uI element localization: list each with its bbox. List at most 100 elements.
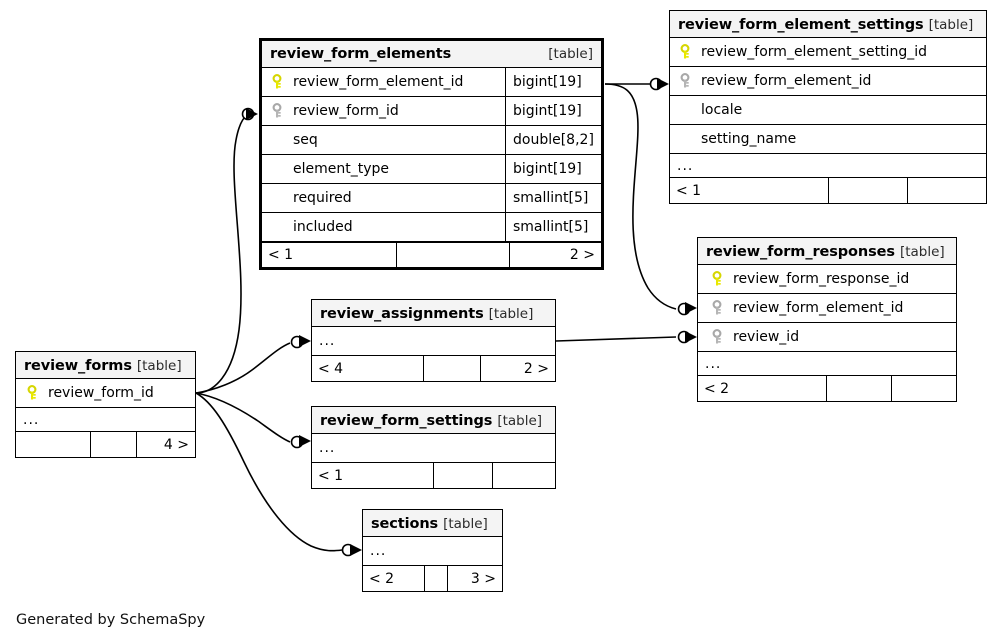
primary-key-icon	[27, 385, 44, 401]
foreign-key-icon	[712, 300, 729, 316]
table-row[interactable]: setting_name	[670, 125, 986, 154]
more-columns-ellipsis: ...	[312, 327, 555, 356]
table-row[interactable]: review_form_element_id	[698, 294, 956, 323]
table-header-sections: sections[table]	[363, 510, 502, 537]
footer-child-count	[907, 178, 986, 203]
table-tag: [table]	[899, 244, 945, 260]
table-footer-review_form_elements: < 1 2 >	[262, 242, 601, 267]
edge-review_form_elements-to-review_form_responses	[604, 83, 677, 310]
table-row[interactable]: review_form_element_id	[670, 67, 986, 96]
footer-parent-count: < 1	[318, 467, 344, 484]
column-name-cell: review_form_response_id	[698, 271, 956, 287]
table-header-review_forms: review_forms[table]	[16, 352, 195, 379]
column-label: review_id	[733, 329, 800, 345]
table-row[interactable]: element_type bigint[19]	[262, 155, 601, 184]
column-label: review_form_response_id	[733, 271, 910, 287]
schemaspy-credit: Generated by SchemaSpy	[16, 612, 206, 628]
footer-middle	[826, 376, 891, 401]
table-tag: [table]	[497, 413, 543, 429]
table-tag: [table]	[928, 17, 974, 33]
table-title: review_form_responses	[706, 244, 895, 260]
footer-parent-count: < 2	[704, 380, 730, 397]
edge-review_forms-to-review_form_settings	[195, 392, 291, 443]
primary-key-icon	[272, 74, 289, 90]
column-name-cell: element_type	[262, 161, 505, 177]
table-node-review_form_responses[interactable]: review_form_responses[table] review_form…	[697, 237, 957, 402]
table-node-sections[interactable]: sections[table] ... < 2 3 >	[362, 509, 503, 592]
more-columns-ellipsis: ...	[670, 154, 986, 178]
primary-key-icon	[712, 271, 729, 287]
column-type: smallint[5]	[505, 213, 601, 241]
table-header-review_assignments: review_assignments[table]	[312, 300, 555, 327]
table-title: review_forms	[24, 358, 132, 374]
table-row[interactable]: review_form_id	[16, 379, 195, 408]
table-tag: [table]	[443, 516, 488, 532]
more-columns-ellipsis: ...	[312, 434, 555, 463]
column-name-cell: included	[262, 219, 505, 235]
footer-middle	[424, 566, 447, 591]
more-columns-ellipsis: ...	[363, 537, 502, 566]
table-footer-review_form_responses: < 2	[698, 376, 956, 401]
edge-review_forms-to-review_form_elements	[195, 114, 248, 394]
column-name-cell: review_form_id	[262, 103, 505, 119]
table-row[interactable]: required smallint[5]	[262, 184, 601, 213]
footer-child-count: 3 >	[447, 566, 502, 591]
column-name-cell: review_form_id	[16, 385, 195, 401]
table-row[interactable]: review_form_id bigint[19]	[262, 97, 601, 126]
edge-review_forms-to-review_assignments	[195, 342, 291, 394]
more-columns-ellipsis: ...	[16, 408, 195, 432]
table-row[interactable]: review_form_element_setting_id	[670, 38, 986, 67]
table-header-review_form_responses: review_form_responses[table]	[698, 238, 956, 265]
table-node-review_form_element_settings[interactable]: review_form_element_settings[table] revi…	[669, 10, 987, 204]
column-type: bigint[19]	[505, 155, 601, 183]
column-type: smallint[5]	[505, 184, 601, 212]
column-name-cell: setting_name	[670, 131, 986, 147]
table-tag: [table]	[136, 358, 182, 374]
column-label: review_form_element_setting_id	[701, 44, 927, 60]
column-label: element_type	[293, 161, 390, 177]
table-node-review_forms[interactable]: review_forms[table] review_form_id ... 4…	[15, 351, 196, 458]
table-row[interactable]: review_form_element_id bigint[19]	[262, 68, 601, 97]
more-columns-ellipsis: ...	[698, 352, 956, 376]
foreign-key-icon	[272, 103, 289, 119]
column-name-cell: seq	[262, 132, 505, 148]
column-name-cell: review_form_element_id	[262, 74, 505, 90]
table-node-review_assignments[interactable]: review_assignments[table] ... < 4 2 >	[311, 299, 556, 382]
footer-parent-count: < 2	[369, 570, 395, 587]
footer-parent-count	[16, 432, 90, 457]
table-title: sections	[371, 516, 439, 532]
column-type: bigint[19]	[505, 97, 601, 125]
table-node-review_form_elements[interactable]: review_form_elements [table] review_form…	[259, 38, 604, 270]
table-footer-review_form_element_settings: < 1	[670, 178, 986, 203]
table-header-review_form_settings: review_form_settings[table]	[312, 407, 555, 434]
table-tag: [table]	[548, 45, 593, 62]
table-row[interactable]: included smallint[5]	[262, 213, 601, 242]
footer-child-count	[891, 376, 956, 401]
primary-key-icon	[680, 44, 697, 60]
table-row[interactable]: locale	[670, 96, 986, 125]
column-label: required	[293, 190, 352, 206]
footer-middle	[433, 463, 492, 488]
column-name-cell: review_form_element_id	[698, 300, 956, 316]
column-name-cell: review_id	[698, 329, 956, 345]
table-row[interactable]: seq double[8,2]	[262, 126, 601, 155]
footer-child-count: 2 >	[480, 356, 555, 381]
footer-child-count: 4 >	[136, 432, 195, 457]
footer-parent-count: < 4	[318, 360, 344, 377]
table-row[interactable]: review_form_response_id	[698, 265, 956, 294]
footer-child-count	[492, 463, 555, 488]
column-name-cell: locale	[670, 102, 986, 118]
column-label: included	[293, 219, 353, 235]
table-footer-sections: < 2 3 >	[363, 566, 502, 591]
edge-review_assignments-to-review_form_responses	[555, 336, 677, 342]
column-type: double[8,2]	[505, 126, 601, 154]
table-tag: [table]	[488, 306, 534, 322]
column-label: review_form_id	[48, 385, 154, 401]
table-footer-review_form_settings: < 1	[312, 463, 555, 488]
table-footer-review_assignments: < 4 2 >	[312, 356, 555, 381]
column-label: setting_name	[701, 131, 797, 147]
table-row[interactable]: review_id	[698, 323, 956, 352]
table-node-review_form_settings[interactable]: review_form_settings[table] ... < 1	[311, 406, 556, 489]
column-label: review_form_element_id	[293, 74, 464, 90]
